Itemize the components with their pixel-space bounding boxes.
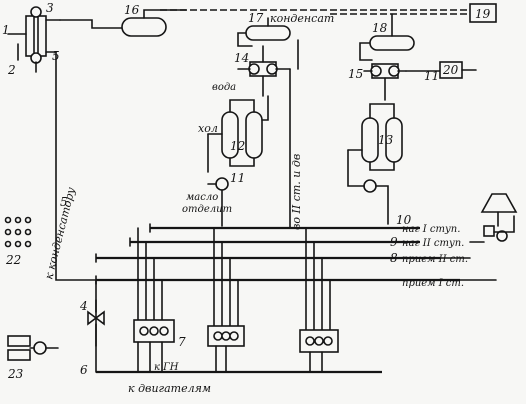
label-to-engines: к двигателям: [128, 382, 211, 395]
vessel-18: [359, 13, 415, 61]
label-to-rooms: во II ст. и дв: [290, 154, 303, 230]
oil-separator-11: [215, 177, 229, 191]
label-kgn: к ГН: [154, 362, 179, 373]
label-20: 20: [442, 63, 459, 77]
label-16: 16: [124, 3, 140, 17]
label-11: 11: [424, 69, 439, 83]
label-22: 22: [5, 253, 21, 267]
label-suction-2: прием II ст.: [402, 254, 468, 265]
oil-separator-right: [363, 179, 377, 193]
compressor-unit-3: [299, 227, 339, 373]
label-suction-1: прием I ст.: [402, 278, 464, 289]
item-22-dots: [4, 216, 32, 248]
label-7: 7: [178, 335, 186, 349]
pipe-line-5: [55, 51, 97, 281]
evaporator-12: [207, 95, 269, 167]
condenser-assembly: [7, 6, 61, 73]
compressor-unit-1: [133, 227, 175, 373]
label-oil-sep-1: масло: [186, 192, 218, 203]
label-discharge-2: наг II ступ.: [402, 238, 464, 249]
label-9: 9: [390, 235, 398, 249]
heat-exchanger-14: [237, 45, 291, 97]
label-13: 13: [378, 133, 394, 147]
label-12: 12: [230, 139, 245, 153]
item-23-pump: [7, 335, 59, 361]
label-condensate: конденсат: [270, 12, 334, 25]
label-2: 2: [7, 63, 16, 77]
instrument-box-19: [469, 3, 497, 23]
vessel-17: [237, 17, 291, 47]
label-11b: 11: [230, 171, 245, 185]
label-18: 18: [372, 21, 388, 35]
label-4: 4: [79, 299, 88, 313]
label-oil-sep-2: отделит: [182, 204, 232, 215]
label-17: 17: [248, 11, 264, 25]
label-14: 14: [234, 51, 249, 65]
label-3: 3: [46, 1, 54, 15]
label-5: 5: [60, 195, 68, 209]
label-19: 19: [475, 7, 491, 21]
label-23: 23: [7, 367, 24, 381]
evaporator-13: [347, 103, 403, 171]
pipe-condenser-to-receiver: [59, 19, 123, 29]
heat-exchanger-15: [363, 63, 407, 101]
label-15: 15: [348, 67, 363, 81]
label-water: вода: [212, 82, 236, 93]
label-6: 6: [80, 363, 88, 377]
filter-unit: [469, 193, 518, 243]
label-10: 10: [396, 213, 412, 227]
valve-4: [87, 299, 105, 347]
compressor-unit-2: [207, 227, 245, 373]
label-8: 8: [390, 251, 398, 265]
label-discharge-1: наг I ступ.: [402, 224, 460, 235]
label-1: 1: [2, 23, 10, 37]
header-lines: [95, 223, 460, 285]
label-cold: хол: [198, 122, 218, 135]
